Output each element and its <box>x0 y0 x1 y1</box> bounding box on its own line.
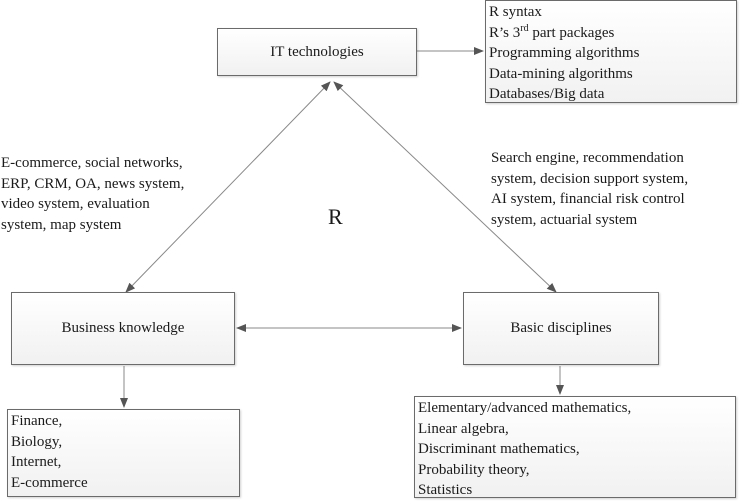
list-item: E-commerce <box>11 474 88 491</box>
business-knowledge-label: Business knowledge <box>61 320 185 336</box>
basic-disciplines-label: Basic disciplines <box>510 320 612 336</box>
list-item: Probability theory, <box>418 461 530 478</box>
list-item: Programming algorithms <box>489 45 640 61</box>
it-technologies-list: R syntax R’s 3rd part packages Programmi… <box>485 0 737 103</box>
list-item: Biology, <box>11 433 63 450</box>
business-knowledge-node: Business knowledge <box>11 292 235 365</box>
arrow-it-business <box>125 81 331 293</box>
list-item: Statistics <box>418 482 473 498</box>
annotation-line: system, map system <box>1 216 122 233</box>
list-item: Elementary/advanced mathematics, <box>418 400 632 416</box>
list-item: Linear algebra, <box>418 420 509 437</box>
annotation-line: ERP, CRM, OA, news system, <box>1 175 185 192</box>
list-item: R’s 3rd part packages <box>489 23 732 44</box>
packages-post: part packages <box>528 24 615 41</box>
annotation-line: system, decision support system, <box>491 170 689 187</box>
business-knowledge-list: Finance, Biology, Internet, E-commerce <box>7 409 240 497</box>
list-item: Data-mining algorithms <box>489 65 633 82</box>
packages-superscript: rd <box>520 22 529 34</box>
center-r-label: R <box>328 204 343 229</box>
list-item: Databases/Big data <box>489 86 605 102</box>
list-item: Internet, <box>11 454 62 470</box>
disciplines-it-annotation: Search engine, recommendation system, de… <box>491 148 688 230</box>
basic-disciplines-node: Basic disciplines <box>463 292 659 365</box>
annotation-line: Search engine, recommendation <box>491 150 684 166</box>
annotation-line: video system, evaluation <box>1 196 150 212</box>
annotation-line: AI system, financial risk control <box>491 191 685 207</box>
it-technologies-label: IT technologies <box>270 43 364 60</box>
packages-pre: R’s 3 <box>489 24 521 41</box>
it-technologies-node: IT technologies <box>217 28 417 76</box>
business-it-annotation: E-commerce, social networks, ERP, CRM, O… <box>1 153 184 235</box>
list-item: Finance, <box>11 413 63 429</box>
list-item: R syntax <box>489 4 542 20</box>
annotation-line: E-commerce, social networks, <box>1 155 183 171</box>
basic-disciplines-list: Elementary/advanced mathematics, Linear … <box>414 396 736 498</box>
annotation-line: system, actuarial system <box>491 211 638 228</box>
list-item: Discriminant mathematics, <box>418 441 580 457</box>
arrow-it-disciplines <box>333 81 557 293</box>
